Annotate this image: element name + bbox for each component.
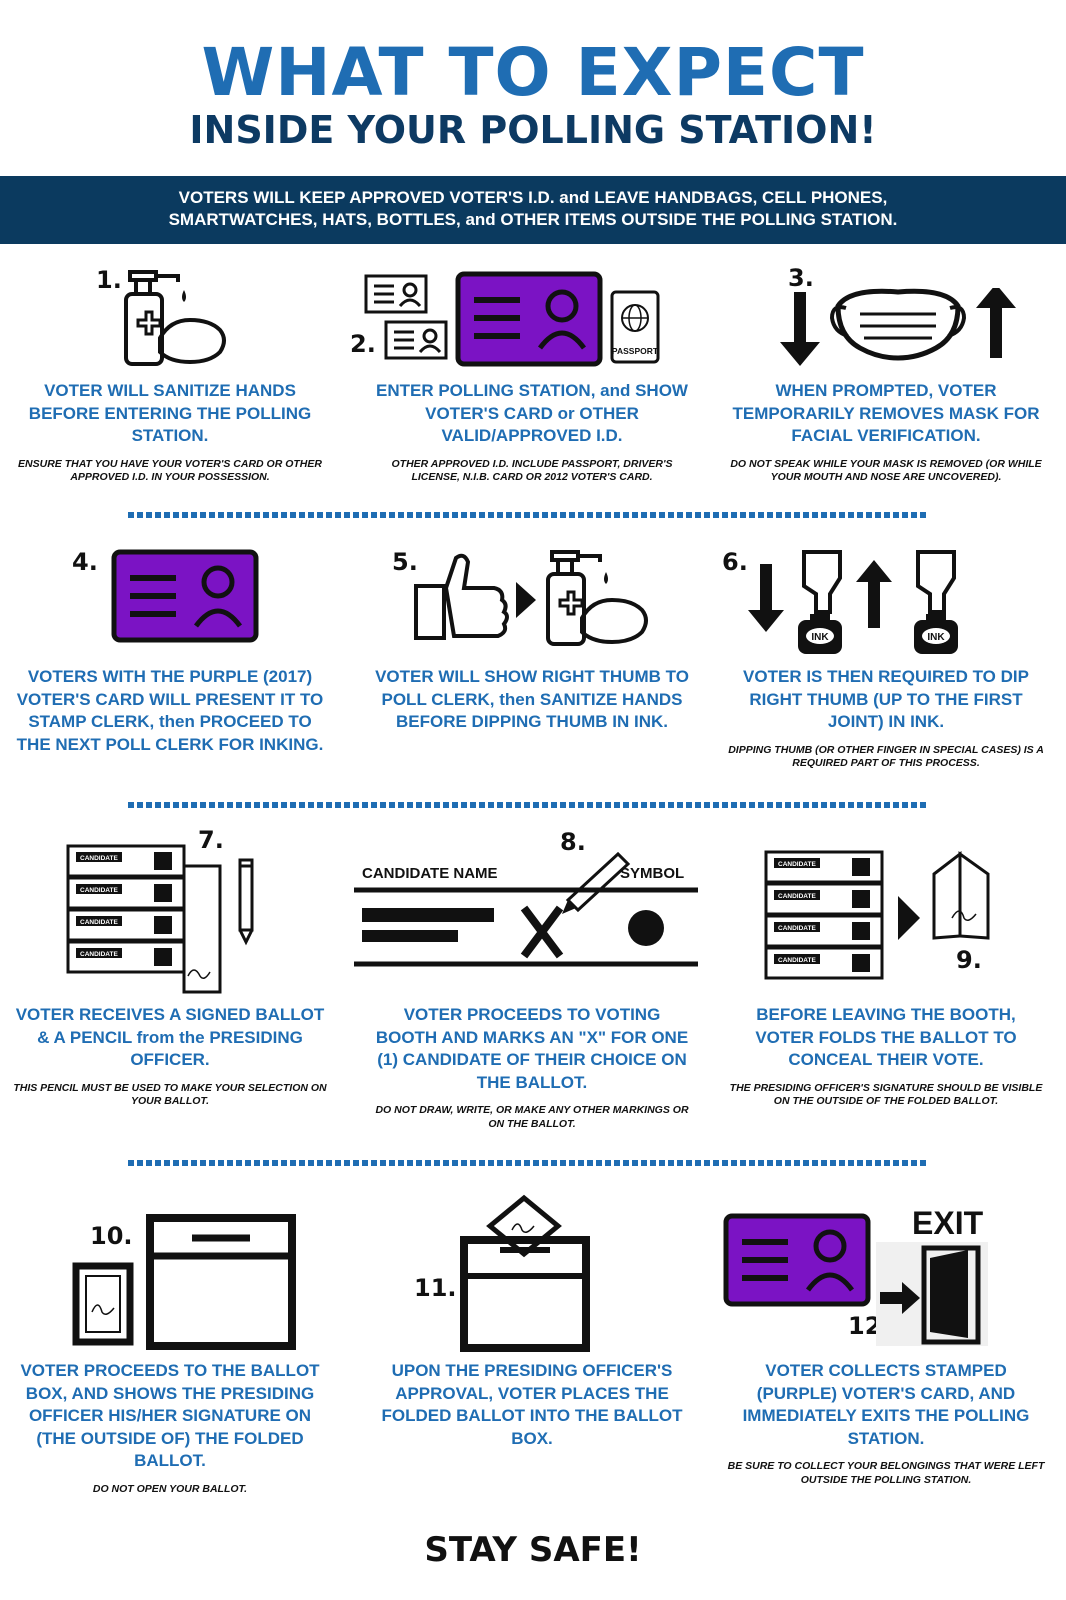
step-3: WHEN PROMPTED, VOTER TEMPORARILY REMOVES… [726,380,1046,485]
step-2-note: OTHER APPROVED I.D. INCLUDE PASSPORT, DR… [391,457,673,484]
thumbs-up-sanitize-icon [414,550,648,646]
step-1-note: ENSURE THAT YOU HAVE YOUR VOTER'S CARD O… [18,457,322,484]
step-8-text: VOTER PROCEEDS TO VOTING BOOTH AND MARKS… [375,1005,689,1092]
step-4-text: VOTERS WITH THE PURPLE (2017) VOTER'S CA… [16,667,324,754]
step-9: BEFORE LEAVING THE BOOTH, VOTER FOLDS TH… [726,1004,1046,1109]
step-5-number: 5. [392,548,418,576]
step-6: VOTER IS THEN REQUIRED TO DIP RIGHT THUM… [726,666,1046,771]
step-6-text: VOTER IS THEN REQUIRED TO DIP RIGHT THUM… [743,667,1029,731]
page-subtitle: INSIDE YOUR POLLING STATION! [189,108,877,152]
section-divider [128,802,928,808]
section-divider [128,512,928,518]
section-divider [128,1160,928,1166]
step-7-text: VOTER RECEIVES A SIGNED BALLOT & A PENCI… [15,1005,325,1069]
step-10-text: VOTER PROCEEDS TO THE BALLOT BOX, AND SH… [20,1361,320,1470]
step-10-number: 10. [90,1222,133,1250]
candidate-label: CANDIDATE [80,887,118,894]
fold-ballot-icon: CANDIDATE CANDIDATE CANDIDATE CANDIDATE [764,850,990,980]
step-10: VOTER PROCEEDS TO THE BALLOT BOX, AND SH… [10,1360,330,1496]
step-5: VOTER WILL SHOW RIGHT THUMB TO POLL CLER… [372,666,692,734]
show-ballot-box-icon [72,1214,296,1350]
step-5-text: VOTER WILL SHOW RIGHT THUMB TO POLL CLER… [375,667,689,731]
step-9-note: THE PRESIDING OFFICER'S SIGNATURE SHOULD… [729,1081,1043,1108]
candidate-label: CANDIDATE [80,951,118,958]
ballot-box-icon [460,1194,590,1352]
page-title: WHAT TO EXPECT [201,34,865,111]
step-6-note: DIPPING THUMB (OR OTHER FINGER IN SPECIA… [728,743,1044,770]
candidate-label: CANDIDATE [778,957,816,964]
step-11-number: 11. [414,1274,457,1302]
exit-label: EXIT [912,1205,984,1241]
step-1-number: 1. [96,266,122,294]
ink-label-2: INK [927,632,945,643]
ballot-pencil-icon: CANDIDATE CANDIDATE CANDIDATE CANDIDATE [66,844,254,994]
step-4: VOTERS WITH THE PURPLE (2017) VOTER'S CA… [10,666,330,756]
candidate-label: CANDIDATE [80,855,118,862]
step-3-number: 3. [788,264,814,292]
step-3-text: WHEN PROMPTED, VOTER TEMPORARILY REMOVES… [732,381,1040,445]
step-12-text: VOTER COLLECTS STAMPED (PURPLE) VOTER'S … [742,1361,1030,1448]
step-7-note: THIS PENCIL MUST BE USED TO MAKE YOUR SE… [13,1081,327,1108]
step-12: VOTER COLLECTS STAMPED (PURPLE) VOTER'S … [726,1360,1046,1487]
step-10-note: DO NOT OPEN YOUR BALLOT. [92,1482,248,1495]
step-3-note: DO NOT SPEAK WHILE YOUR MASK IS REMOVED … [730,457,1042,484]
step-2-text: ENTER POLLING STATION, and SHOW VOTER'S … [376,381,688,445]
step-7: VOTER RECEIVES A SIGNED BALLOT & A PENCI… [10,1004,330,1109]
ink-label-1: INK [811,632,829,643]
candidate-name-label: CANDIDATE NAME [362,865,498,882]
step-6-number: 6. [722,548,748,576]
passport-label: PASSPORT [612,346,659,356]
step-2-number: 2. [350,330,376,358]
candidate-label: CANDIDATE [778,893,816,900]
purple-voter-card-icon [111,549,259,643]
banner-line-2: SMARTWATCHES, HATS, BOTTLES, and OTHER I… [168,210,898,229]
candidate-label: CANDIDATE [778,925,816,932]
hand-sanitizer-icon [124,270,226,366]
mark-x-ballot-icon: CANDIDATE NAME SYMBOL [354,851,698,967]
step-7-number: 7. [198,826,224,854]
instruction-banner: VOTERS WILL KEEP APPROVED VOTER'S I.D. a… [0,176,1066,244]
step-2: ENTER POLLING STATION, and SHOW VOTER'S … [372,380,692,485]
symbol-label: SYMBOL [620,865,684,882]
banner-line-1: VOTERS WILL KEEP APPROVED VOTER'S I.D. a… [178,188,888,207]
step-8: VOTER PROCEEDS TO VOTING BOOTH AND MARKS… [372,1004,692,1131]
step-11-text: UPON THE PRESIDING OFFICER'S APPROVAL, V… [381,1361,683,1448]
step-9-text: BEFORE LEAVING THE BOOTH, VOTER FOLDS TH… [755,1005,1017,1069]
ink-dip-icon: INK INK [748,550,958,654]
step-8-note: DO NOT DRAW, WRITE, OR MAKE ANY OTHER MA… [375,1104,689,1130]
step-11: UPON THE PRESIDING OFFICER'S APPROVAL, V… [372,1360,692,1450]
step-4-number: 4. [72,548,98,576]
step-1-text: VOTER WILL SANITIZE HANDS BEFORE ENTERIN… [28,381,312,445]
face-mask-icon [780,288,1016,366]
card-exit-icon: EXIT [723,1205,988,1346]
stay-safe-footer: STAY SAFE! [424,1530,642,1570]
candidate-label: CANDIDATE [80,919,118,926]
step-12-note: BE SURE TO COLLECT YOUR BELONGINGS THAT … [727,1460,1045,1486]
step-1: VOTER WILL SANITIZE HANDS BEFORE ENTERIN… [10,380,330,485]
step-9-number: 9. [956,946,982,974]
candidate-label: CANDIDATE [778,861,816,868]
id-cards-icon: PASSPORT [364,271,660,367]
step-8-number: 8. [560,828,586,856]
